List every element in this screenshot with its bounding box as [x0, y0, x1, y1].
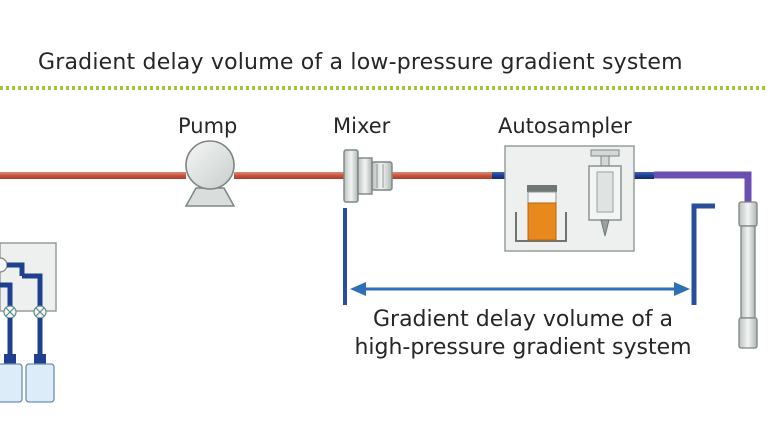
purple-tubing [654, 171, 752, 202]
right-bracket-line [691, 203, 715, 305]
red-tubing-segment [234, 172, 344, 179]
red-tubing-segment [392, 172, 492, 179]
proportioning-valve-icon [0, 242, 57, 356]
column-icon [738, 201, 758, 349]
solvent-bottle-icon [0, 354, 23, 403]
delay-volume-arrow [350, 282, 690, 296]
pump-label: Pump [178, 114, 238, 138]
red-tubing-segment [0, 172, 186, 179]
high-pressure-caption: Gradient delay volume of a high-pressure… [318, 306, 728, 362]
solvent-bottle-icon [25, 354, 55, 403]
mixer-icon [343, 149, 393, 203]
high-pressure-caption-line1: Gradient delay volume of a [372, 307, 674, 332]
mixer-label: Mixer [333, 114, 391, 138]
high-pressure-caption-line2: high-pressure gradient system [354, 335, 692, 360]
autosampler-label: Autosampler [498, 114, 632, 138]
diagram-title: Gradient delay volume of a low-pressure … [38, 50, 683, 75]
pump-icon [184, 140, 236, 207]
autosampler-icon [504, 145, 635, 252]
